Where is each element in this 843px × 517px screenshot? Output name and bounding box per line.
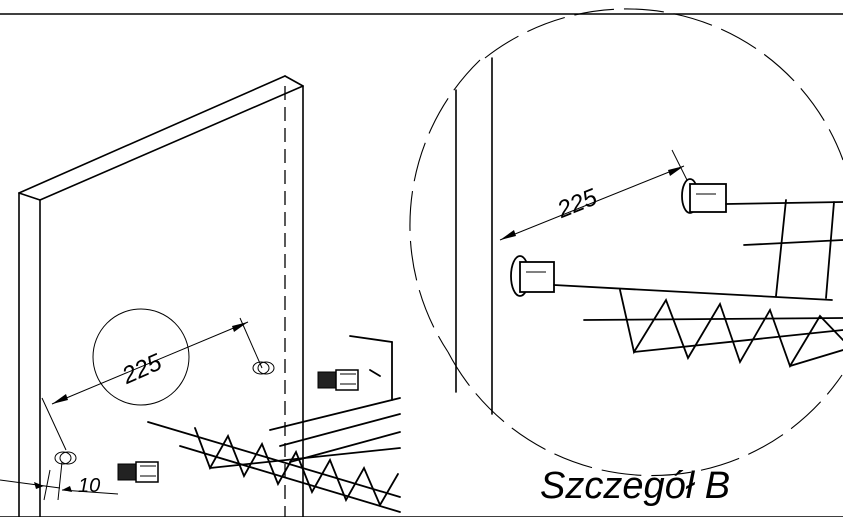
detail-caption: Szczegół B [540,465,731,507]
dowel-icon [117,369,359,483]
dimension-10: 10 [0,461,119,501]
dimension-label-detail: 225 [553,184,602,225]
dimension-225-main: 225 [41,308,263,451]
dimension-label-offset: 10 [78,475,100,497]
dimension-label-main: 225 [117,349,166,391]
dowel-hole [54,361,275,465]
panel-drawing [18,75,304,517]
detail-circle [409,8,843,477]
wire-basket-drawing [553,199,843,369]
dimension-225-detail: 225 [499,149,691,241]
dowel-icon [510,178,727,297]
wire-basket-drawing [147,335,401,513]
